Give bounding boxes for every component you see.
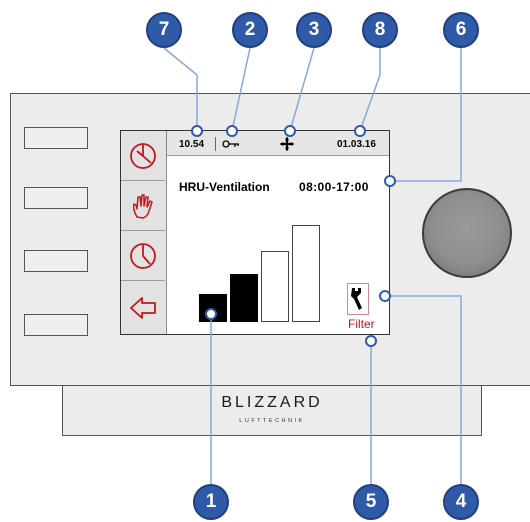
mode-sidebar [121,131,167,334]
callout-badge-3: 3 [296,12,332,48]
schedule-time-range: 08:00-17:00 [299,180,369,194]
callout-badge-2: 2 [232,12,268,48]
key-icon [222,140,239,148]
fan-level-bar-2[interactable] [230,274,258,322]
sidebar-item-manual[interactable] [121,181,165,231]
brand-name: BLIZZARD [221,394,323,411]
callout-badge-6: 6 [443,12,479,48]
status-bar: 10.54 01.03.16 [167,131,389,156]
hardware-button-4[interactable] [24,314,88,336]
callout-badge-7: 7 [146,12,182,48]
timer-icon [130,242,156,269]
sidebar-item-back[interactable] [121,281,165,334]
fan-icon [280,137,294,151]
hardware-button-3[interactable] [24,250,88,272]
back-arrow-icon [130,296,156,319]
status-date: 01.03.16 [337,139,376,150]
status-divider [215,137,216,151]
callout-badge-8: 8 [362,12,398,48]
callout-badge-5: 5 [353,484,389,520]
auto-mode-icon [130,142,156,169]
control-knob[interactable] [422,188,512,278]
fan-level-bar-1[interactable] [199,294,227,322]
program-title: HRU-Ventilation [179,180,270,194]
manual-hand-icon [132,193,153,219]
filter-label: Filter [348,317,375,331]
status-clock: 10.54 [179,139,205,150]
sidebar-item-auto[interactable] [121,131,165,181]
wrench-icon [351,288,362,310]
callout-badge-4: 4 [443,484,479,520]
callout-badge-1: 1 [193,484,229,520]
fan-level-bar-4[interactable] [292,225,320,322]
hardware-button-1[interactable] [24,127,88,149]
sidebar-item-timer[interactable] [121,231,165,281]
hardware-button-2[interactable] [24,187,88,209]
brand-subtitle: LUFTTECHNIK [239,418,305,424]
filter-button[interactable] [347,283,369,315]
fan-level-bar-3[interactable] [261,251,289,322]
display-screen: 10.54 01.03.16 HRU-Ventilation 08:00-17:… [120,130,390,335]
